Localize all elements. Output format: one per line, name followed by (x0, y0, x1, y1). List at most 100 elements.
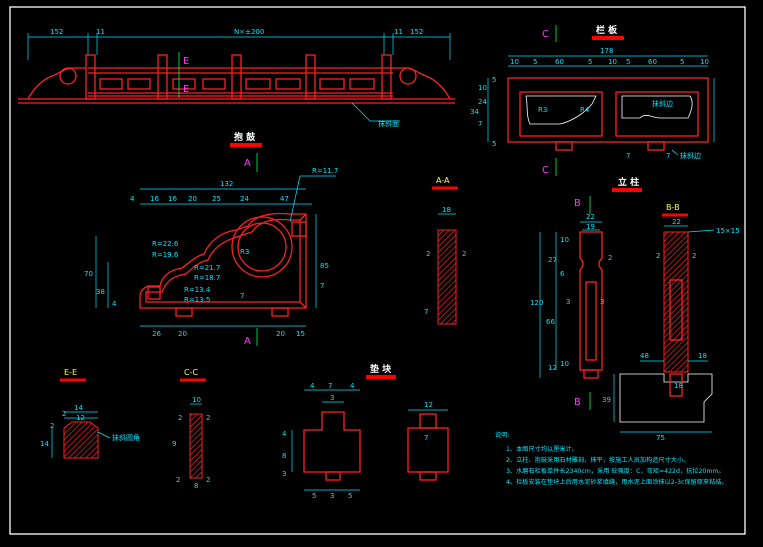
rail-section-E-top: E (183, 56, 189, 67)
end-block-radius-f: R=13.5 (184, 296, 210, 304)
panel-callout-bottom: 抹斜边 (680, 151, 701, 160)
end-block-dim-bottom-d: 15 (296, 330, 305, 338)
end-block-view: 抱 鼓 A A 132 16 16 20 25 24 47 4 R=11.7 R… (84, 131, 338, 347)
base-block-dim-side: 12 (424, 401, 433, 409)
post-section-label: B-B (666, 203, 680, 212)
post-dim-left-c: 6 (560, 270, 565, 278)
section-AA-dim-d: 7 (424, 308, 428, 316)
panel-dim-c: 60 (555, 58, 564, 66)
base-block-title: 垫 块 (370, 363, 392, 375)
section-EE-dim-e: 2 (50, 422, 54, 430)
rail-dim-right-post: 11 (394, 28, 403, 36)
section-CC-dim-c: 2 (206, 414, 210, 422)
section-CC-dim-a: 10 (192, 396, 201, 404)
base-block-dim-left-a: 4 (282, 430, 287, 438)
section-EE-dim-b: 2 (62, 410, 66, 418)
panel-view: 栏 板 C C 178 10 5 60 5 10 5 60 5 10 R3 R4… (470, 24, 715, 176)
post-dim-top-b: 19 (586, 223, 595, 231)
end-block-dim-a: 16 (150, 195, 159, 203)
rail-dim-left-post: 11 (96, 28, 105, 36)
panel-label-C-top: C (542, 29, 549, 40)
section-AA-label: A-A (436, 176, 450, 185)
section-CC-dim-f: 8 (194, 482, 198, 490)
base-block-dim-c: 4 (350, 382, 355, 390)
section-EE-dim-a: 14 (74, 404, 83, 412)
end-block-dim-g: 4 (130, 195, 135, 203)
end-block-radius-e: R=13.4 (184, 286, 211, 294)
panel-dim-left-f: 5 (492, 76, 496, 84)
post-dim-left-a: 10 (560, 236, 569, 244)
panel-dim-bottom-a: 7 (626, 152, 630, 160)
post-dim-top-a: 22 (586, 213, 595, 221)
notes-line-2: 2、立柱、抱鼓采用石材雕刻，抹平，按施工人员加构造尺寸大小。 (506, 456, 689, 464)
panel-dim-left-c: 7 (478, 120, 482, 128)
end-block-title: 抱 鼓 (234, 131, 256, 143)
post-dim-left-b: 27 (548, 256, 557, 264)
section-EE-label: E-E (64, 368, 77, 377)
rail-dim-right: 152 (410, 28, 423, 36)
panel-callout-inner: 抹斜边 (652, 99, 673, 108)
notes-heading: 说明: (495, 431, 509, 439)
notes-line-4: 4、栏板安装在垫块上后用水泥砂浆填缝，用水泥上面涂抹以2-3c保留原来粘结。 (506, 478, 728, 486)
end-block-dim-bottom-c: 20 (276, 330, 285, 338)
panel-dim-f: 5 (626, 58, 630, 66)
panel-dim-left-b: 10 (478, 84, 487, 92)
railing-elevation: 152 11 N×±200 11 152 E (18, 28, 455, 128)
end-block-dim-b: 16 (168, 195, 177, 203)
section-CC-label: C-C (184, 368, 198, 377)
base-block-dim-bottom-b: 3 (330, 492, 334, 500)
base-block-dim-left-b: 8 (282, 452, 286, 460)
post-dim-left-h: 3 (600, 298, 604, 306)
rail-dim-left: 152 (50, 28, 63, 36)
end-block-inner-radius: R3 (240, 248, 249, 256)
section-AA-dim-b: 2 (426, 250, 430, 258)
end-block-radius-d: R=18.7 (194, 274, 220, 282)
post-section-dim-mortise: 15×15 (716, 227, 740, 235)
post-dim-left-g: 3 (566, 298, 570, 306)
base-block-dim-bottom-c: 5 (348, 492, 352, 500)
section-EE: E-E 14 2 12 14 2 抹斜圆角 (40, 368, 140, 459)
post-section-dim-f: 39 (602, 396, 611, 404)
panel-dim-total: 178 (600, 47, 613, 55)
panel-dim-left-d: 5 (492, 140, 496, 148)
panel-dim-a: 10 (510, 58, 519, 66)
post-dim-left-f: 12 (548, 364, 557, 372)
post-section-dim-top: 22 (672, 218, 681, 226)
panel-dim-left-e: 34 (470, 108, 479, 116)
panel-dim-bottom-b: 7 (666, 152, 670, 160)
panel-label-C-bottom: C (542, 165, 549, 176)
post-label-B-bottom: B (574, 397, 581, 408)
section-CC-dim-b: 2 (178, 414, 182, 422)
post-label-B-top: B (574, 198, 581, 209)
section-AA: A-A 18 2 2 7 (424, 176, 466, 325)
rail-callout: 抹斜面 (378, 119, 399, 128)
end-block-dim-left-a: 70 (84, 270, 93, 278)
end-block-radius-c: R=21.7 (194, 264, 220, 272)
base-block-dim-left-c: 3 (282, 470, 286, 478)
post-section-dim-b: 2 (692, 252, 696, 260)
panel-radius-left: R3 (538, 106, 547, 114)
end-block-dim-left-b: 38 (96, 288, 105, 296)
drawing-border (9, 6, 746, 535)
section-EE-dim-d: 14 (40, 440, 49, 448)
rail-dim-span: N×±200 (234, 28, 264, 36)
panel-dim-g: 60 (648, 58, 657, 66)
end-block-dim-c: 20 (188, 195, 197, 203)
panel-dim-e: 10 (608, 58, 617, 66)
post-dim-right-a: 2 (608, 254, 612, 262)
base-block-dim-side-b: 7 (424, 434, 428, 442)
panel-dim-left-a: 24 (478, 98, 487, 106)
post-section-dim-e: 18 (674, 382, 683, 390)
end-block-dim-right-b: 7 (320, 282, 324, 290)
rail-section-E-bottom: E (183, 84, 189, 95)
post-dim-left-total: 120 (530, 299, 543, 307)
panel-title: 栏 板 (596, 24, 618, 36)
section-AA-dim-a: 18 (442, 206, 451, 214)
panel-radius-right: R4 (580, 106, 590, 114)
section-CC-dim-e: 2 (176, 476, 180, 484)
panel-dim-i: 10 (700, 58, 709, 66)
notes-line-1: 1、本图尺寸均以厘米计。 (506, 445, 578, 453)
notes-block: 说明: 1、本图尺寸均以厘米计。 2、立柱、抱鼓采用石材雕刻，抹平，按施工人员加… (495, 431, 728, 486)
notes-line-3: 3、水磨石栏板单件长2340cm，采用 砼强度：C，弯矩=422d，抗拉20mm… (506, 467, 725, 475)
